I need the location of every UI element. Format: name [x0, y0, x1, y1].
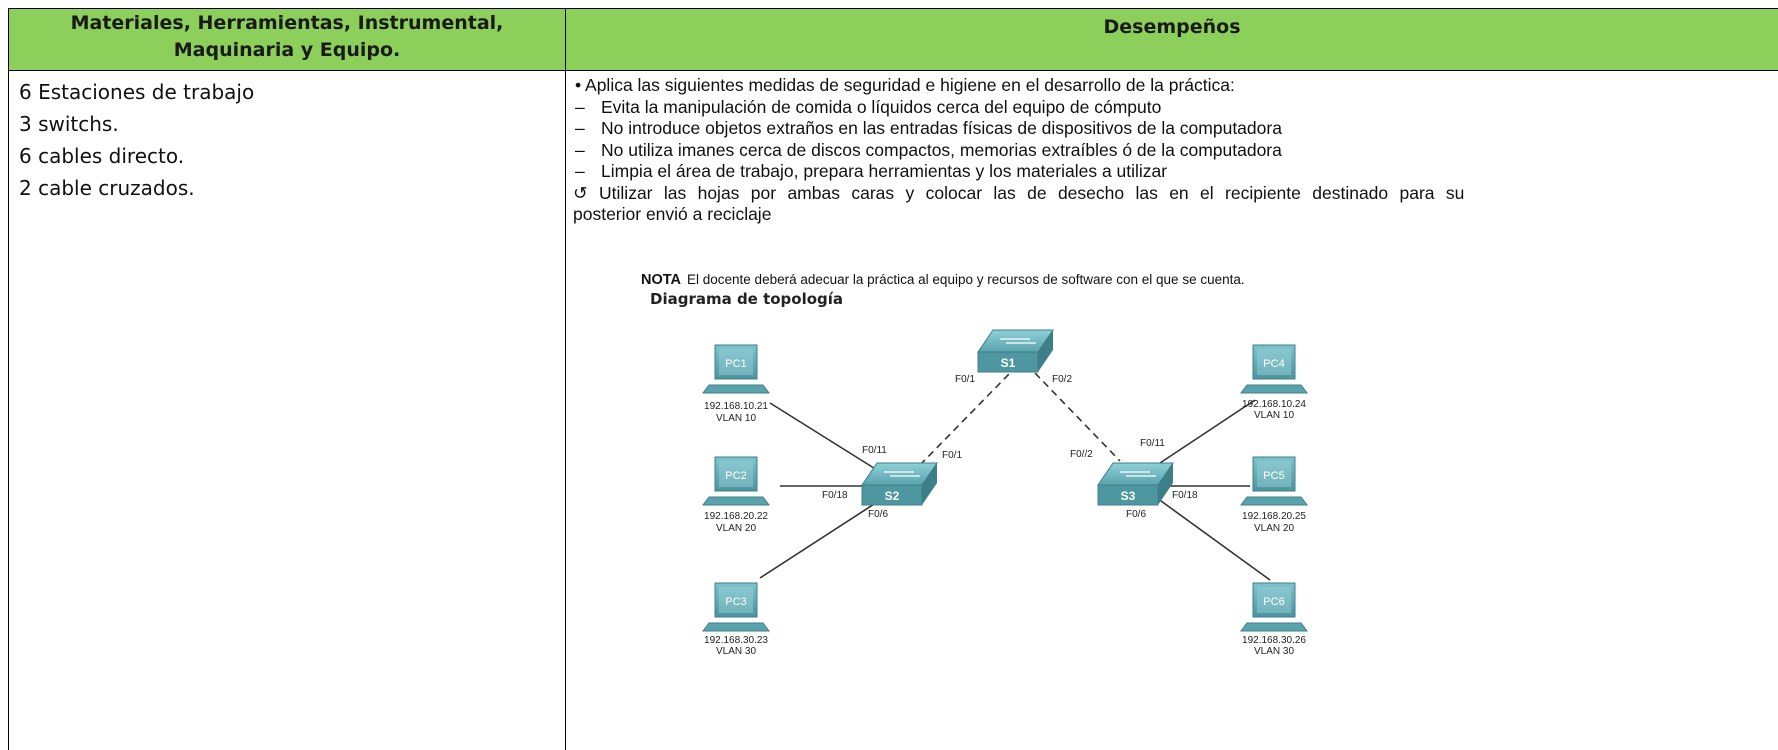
pc-vlan: VLAN 10	[1254, 410, 1294, 421]
pc-ip: 192.168.10.21	[704, 401, 768, 412]
port-label: F0/18	[822, 490, 848, 501]
switch-label: S2	[885, 489, 900, 503]
safety-item-text: No introduce objetos extraños en las ent…	[601, 118, 1282, 138]
safety-item: –No utiliza imanes cerca de discos compa…	[575, 140, 1775, 162]
pc-ip: 192.168.30.23	[704, 635, 768, 646]
diagram-title: Diagrama de topología	[650, 290, 844, 308]
link-s3-pc6	[1149, 492, 1271, 581]
header-materials-line-2: Maquinaria y Equipo.	[173, 39, 401, 61]
pc-vlan: VLAN 20	[1254, 523, 1294, 534]
pc-label: PC5	[1263, 470, 1284, 482]
header-cell-desempenos	[566, 8, 1778, 70]
pc-label: PC2	[725, 470, 746, 482]
header-materials-line-1: Materiales, Herramientas, Instrumental,	[70, 12, 504, 34]
material-item: 3 switchs.	[19, 112, 119, 136]
port-label: F0/11	[862, 445, 887, 456]
port-label: F0/1	[955, 374, 975, 385]
topology-svg: S1 S2 S3	[702, 329, 1308, 657]
port-label: F0/11	[1140, 438, 1165, 449]
port-label: F0/6	[1126, 509, 1146, 520]
pc-6: PC6 192.168.30.26 VLAN 30	[1240, 582, 1308, 657]
material-item: 2 cable cruzados.	[19, 176, 195, 200]
pc-label: PC6	[1263, 596, 1284, 608]
header-cell-materials	[8, 8, 566, 70]
safety-item: –Evita la manipulación de comida o líqui…	[575, 97, 1775, 119]
material-item: 6 cables directo.	[19, 144, 185, 168]
safety-item: –No introduce objetos extraños en las en…	[575, 118, 1775, 140]
pc-vlan: VLAN 20	[716, 523, 756, 534]
nota-note: NOTA El docente deberá adecuar la práctic…	[641, 272, 1245, 288]
link-s3-pc4	[1159, 399, 1256, 464]
pc-vlan: VLAN 30	[1254, 646, 1294, 657]
pc-2: PC2 192.168.20.22 VLAN 20	[702, 456, 770, 534]
pc-ip: 192.168.20.25	[1242, 511, 1306, 522]
pc-vlan: VLAN 10	[716, 413, 756, 424]
port-label: F0/1	[942, 450, 962, 461]
safety-item: –Limpia el área de trabajo, prepara herr…	[575, 161, 1775, 183]
pc-ip: 192.168.10.24	[1242, 399, 1306, 410]
topology-diagram: Diagrama de topología	[640, 285, 1380, 750]
dash-mark: –	[575, 161, 585, 181]
desempenos-text: • Aplica las siguientes medidas de segur…	[573, 75, 1775, 226]
nota-label: NOTA	[641, 272, 682, 288]
port-label: F0/6	[868, 509, 888, 520]
switch-label: S1	[1001, 356, 1016, 370]
port-label: F0/2	[1052, 374, 1072, 385]
recycle-line-2: posterior envió a reciclaje	[573, 204, 772, 224]
pc-label: PC4	[1263, 358, 1284, 370]
dash-mark: –	[575, 96, 585, 117]
materials-list: 6 Estaciones de trabajo 3 switchs. 6 cab…	[19, 76, 254, 204]
port-label: F0//2	[1070, 449, 1093, 460]
column-divider	[565, 8, 566, 750]
table-border-left	[8, 8, 9, 750]
port-label: F0/18	[1172, 490, 1198, 501]
pc-4: PC4 192.168.10.24 VLAN 10	[1240, 344, 1308, 421]
header-divider	[8, 70, 1778, 71]
pc-5: PC5 192.168.20.25 VLAN 20	[1240, 456, 1308, 534]
switch-label: S3	[1121, 489, 1136, 503]
link-pc1-s2	[769, 402, 886, 476]
dash-mark: –	[575, 139, 585, 160]
table-border-top	[8, 8, 1778, 9]
pc-vlan: VLAN 30	[716, 646, 756, 657]
safety-item-text: Limpia el área de trabajo, prepara herra…	[601, 161, 1168, 181]
pc-1: PC1 192.168.10.21 VLAN 10	[702, 344, 770, 424]
pc-3: PC3 192.168.30.23 VLAN 30	[702, 582, 770, 657]
links	[759, 372, 1271, 581]
safety-intro: • Aplica las siguientes medidas de segur…	[575, 75, 1235, 95]
pc-ip: 192.168.30.26	[1242, 635, 1306, 646]
switch-s1: S1	[977, 329, 1054, 373]
pc-label: PC3	[725, 596, 746, 608]
safety-item-text: No utiliza imanes cerca de discos compac…	[601, 139, 1282, 160]
link-s2-s1	[919, 372, 1011, 466]
recycle-line-1: ↺ Utilizar las hojas por ambas caras y c…	[573, 182, 1465, 203]
switch-s3: S3	[1097, 462, 1174, 506]
nota-text: El docente deberá adecuar la práctica al…	[687, 272, 1245, 287]
header-desempenos: Desempeños	[1103, 16, 1241, 38]
pc-label: PC1	[725, 358, 746, 370]
safety-item-text: Evita la manipulación de comida o líquid…	[601, 96, 1162, 117]
header-materials: Materiales, Herramientas, Instrumental, …	[8, 10, 566, 64]
link-s1-s3	[1034, 372, 1121, 462]
dash-mark: –	[575, 118, 585, 138]
material-item: 6 Estaciones de trabajo	[19, 80, 255, 104]
pc-ip: 192.168.20.22	[704, 511, 768, 522]
link-pc3-s2	[759, 496, 886, 579]
switch-s2: S2	[861, 462, 938, 506]
